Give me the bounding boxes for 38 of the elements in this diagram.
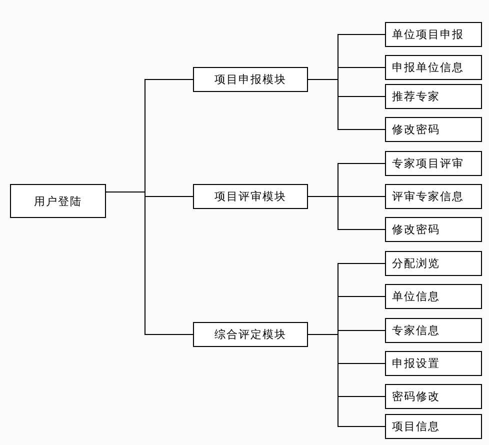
function-box (385, 151, 482, 176)
node-label: 单位信息 (392, 289, 440, 304)
function-box (385, 84, 482, 109)
node-label: 项目申报模块 (214, 72, 286, 87)
function-box (385, 217, 482, 242)
node-label: 专家项目评审 (392, 156, 464, 171)
node-label: 申报设置 (392, 356, 440, 371)
function-box (385, 251, 482, 276)
node-label: 项目评审模块 (214, 189, 286, 204)
node-label: 综合评定模块 (214, 327, 286, 342)
node-label: 修改密码 (392, 222, 440, 237)
root-box (10, 184, 106, 218)
function-box (385, 22, 482, 47)
function-box (385, 55, 482, 80)
node-label: 用户登陆 (34, 194, 82, 208)
module-box (193, 67, 308, 92)
module-box (193, 322, 308, 347)
module-box (193, 184, 308, 209)
connector-line (106, 192, 194, 335)
node-label: 单位项目申报 (392, 27, 464, 42)
node-label: 评审专家信息 (392, 189, 464, 204)
node-label: 密码修改 (392, 389, 440, 404)
function-box (385, 284, 482, 309)
node-label: 申报单位信息 (392, 60, 464, 75)
function-box (385, 351, 482, 376)
connector-line (308, 79, 386, 130)
node-label: 修改密码 (392, 122, 440, 137)
function-box (385, 414, 482, 439)
function-box (385, 184, 482, 209)
connector-line (308, 196, 386, 230)
node-label: 项目信息 (392, 419, 440, 434)
function-box (385, 318, 482, 343)
function-box (385, 384, 482, 409)
connector-line (308, 334, 386, 427)
node-label: 专家信息 (392, 323, 440, 338)
node-label: 推荐专家 (392, 89, 440, 104)
node-label: 分配浏览 (392, 256, 440, 271)
function-box (385, 117, 482, 142)
